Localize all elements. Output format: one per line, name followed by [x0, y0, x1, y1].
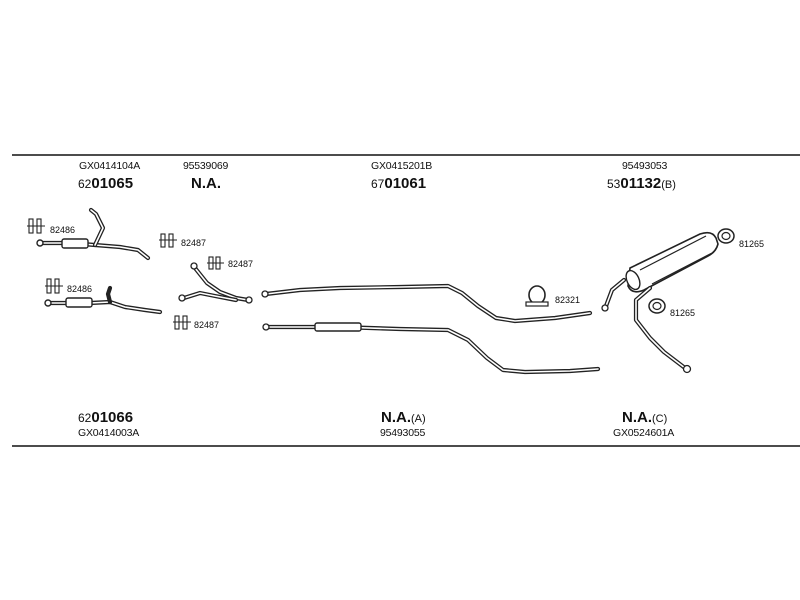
part-number-y-pipe: N.A.	[191, 175, 221, 192]
clamp-icon-82486-top	[27, 218, 45, 234]
part-number-middle-pipe-top: 6701061	[371, 175, 427, 192]
clamp-icon-82487-lower	[173, 315, 191, 330]
part-number-tail-pipe: N.A.(C)	[622, 409, 668, 426]
part-code-middle-pipe-top: GX0415201B	[371, 160, 433, 172]
rear-silencer	[601, 231, 719, 374]
part-code-front-pipe-bottom: GX0414003A	[78, 427, 140, 439]
clamp-icon-82487-middle	[207, 256, 224, 270]
front-pipe-top	[36, 207, 151, 261]
part-number-front-pipe-bottom: 6201066	[78, 409, 134, 426]
clamp-icon-82321	[525, 285, 549, 307]
clamp-icon-82487-upper	[159, 233, 177, 248]
part-code-y-pipe: 95539069	[183, 160, 229, 172]
clamp-icon-82486-bottom	[45, 278, 63, 294]
gasket-icon-81265-bottom	[648, 298, 666, 314]
gasket-icon-81265-top	[717, 228, 735, 244]
part-number-front-pipe-top: 6201065	[78, 175, 134, 192]
gasket-label-81265-bottom: 81265	[670, 308, 696, 318]
clamp-label-82321: 82321	[555, 295, 581, 305]
part-number-rear-silencer: 5301132(B)	[607, 175, 676, 192]
middle-pipe-bottom	[262, 322, 601, 375]
middle-pipe-top	[261, 283, 593, 324]
part-code-front-pipe-top: GX0414104A	[79, 160, 141, 172]
clamp-label-82486-top: 82486	[50, 225, 76, 235]
clamp-label-82487-lower: 82487	[194, 320, 220, 330]
part-code-tail-pipe: GX0524601A	[613, 427, 675, 439]
clamp-label-82486-bottom: 82486	[67, 284, 93, 294]
clamp-label-82487-upper: 82487	[181, 238, 207, 248]
gasket-label-81265-top: 81265	[739, 239, 765, 249]
part-code-middle-pipe-bottom: 95493055	[380, 427, 426, 439]
clamp-label-82487-middle: 82487	[228, 259, 254, 269]
part-number-middle-pipe-bottom: N.A.(A)	[381, 409, 426, 426]
part-code-rear-silencer: 95493053	[622, 160, 668, 172]
y-pipe	[178, 262, 253, 304]
front-pipe-bottom	[44, 285, 163, 315]
